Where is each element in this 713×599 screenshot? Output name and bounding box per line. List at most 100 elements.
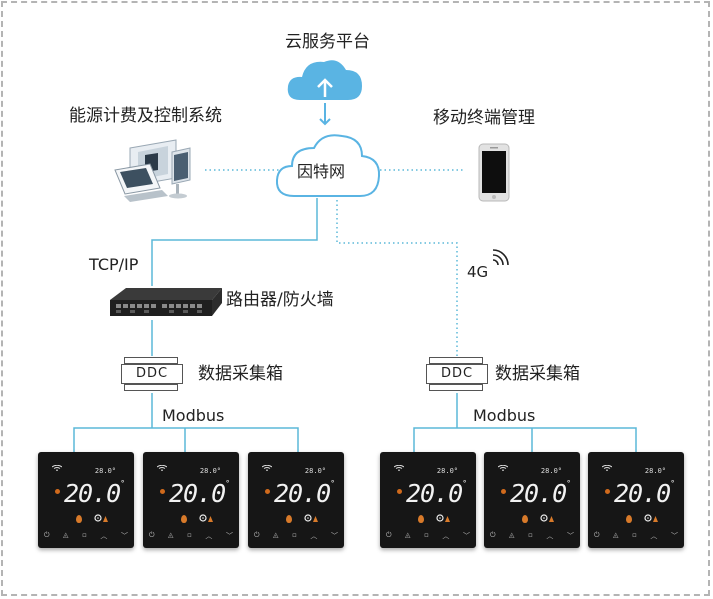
setpoint-readout: 28.0° bbox=[540, 467, 562, 475]
setpoint-readout: 28.0° bbox=[304, 467, 326, 475]
mode-icon[interactable]: ◬ bbox=[273, 531, 279, 539]
wifi-icon bbox=[394, 465, 404, 471]
mode-icon[interactable]: ◬ bbox=[613, 531, 619, 539]
temperature-readout: 20.0° bbox=[169, 479, 230, 508]
down-icon[interactable]: ﹀ bbox=[671, 532, 678, 540]
flame-icon bbox=[181, 515, 187, 523]
modbus-bus-right bbox=[413, 427, 637, 452]
status-dot bbox=[397, 489, 402, 494]
status-dot bbox=[265, 489, 270, 494]
fan-icon bbox=[199, 514, 213, 522]
setpoint-readout: 28.0° bbox=[436, 467, 458, 475]
flame-icon bbox=[522, 515, 528, 523]
mode-icon[interactable]: ◬ bbox=[168, 531, 174, 539]
up-icon[interactable]: ︿ bbox=[100, 532, 108, 540]
status-dot bbox=[160, 489, 165, 494]
wifi-icon bbox=[262, 465, 272, 471]
up-icon[interactable]: ︿ bbox=[442, 532, 450, 540]
wifi-icon bbox=[157, 465, 167, 471]
wifi-icon bbox=[602, 465, 612, 471]
down-icon[interactable]: ﹀ bbox=[121, 532, 128, 540]
power-icon[interactable]: ⏻ bbox=[254, 531, 260, 539]
menu-icon[interactable]: ▫ bbox=[424, 531, 429, 539]
menu-icon[interactable]: ▫ bbox=[82, 531, 87, 539]
thermostat-panel: 28.0° 20.0° ⏻ ◬ ▫ ︿ ﹀ bbox=[380, 452, 476, 548]
menu-icon[interactable]: ▫ bbox=[292, 531, 297, 539]
flame-icon bbox=[626, 515, 632, 523]
ddc-label-left: DDC bbox=[121, 364, 183, 384]
down-icon[interactable]: ﹀ bbox=[331, 532, 338, 540]
fan-icon bbox=[304, 514, 318, 522]
modbus-label-left: Modbus bbox=[162, 406, 225, 425]
power-icon[interactable]: ⏻ bbox=[490, 531, 496, 539]
menu-icon[interactable]: ▫ bbox=[632, 531, 637, 539]
up-icon[interactable]: ︿ bbox=[205, 532, 213, 540]
flame-icon bbox=[418, 515, 424, 523]
temperature-readout: 20.0° bbox=[510, 479, 571, 508]
cloud-platform-label: 云服务平台 bbox=[285, 32, 370, 52]
menu-icon[interactable]: ▫ bbox=[187, 531, 192, 539]
collector-label-left: 数据采集箱 bbox=[198, 364, 283, 384]
internet-label: 因特网 bbox=[297, 162, 346, 181]
power-icon[interactable]: ⏻ bbox=[386, 531, 392, 539]
fan-icon bbox=[540, 514, 554, 522]
button-row: ⏻ ◬ ▫ ︿ ﹀ bbox=[254, 531, 338, 541]
up-icon[interactable]: ︿ bbox=[310, 532, 318, 540]
router-icon bbox=[110, 288, 222, 316]
flame-icon bbox=[76, 515, 82, 523]
button-row: ⏻ ◬ ▫ ︿ ﹀ bbox=[44, 531, 128, 541]
tcpip-link bbox=[151, 198, 318, 286]
power-icon[interactable]: ⏻ bbox=[149, 531, 155, 539]
mode-icon[interactable]: ◬ bbox=[63, 531, 69, 539]
modbus-label-right: Modbus bbox=[473, 406, 536, 425]
mode-icon[interactable]: ◬ bbox=[405, 531, 411, 539]
fan-icon bbox=[644, 514, 658, 522]
internet-cloud-icon bbox=[275, 134, 381, 197]
down-icon[interactable]: ﹀ bbox=[463, 532, 470, 540]
fourg-link bbox=[336, 200, 458, 357]
mobile-label: 移动终端管理 bbox=[433, 108, 535, 128]
button-row: ⏻ ◬ ▫ ︿ ﹀ bbox=[594, 531, 678, 541]
power-icon[interactable]: ⏻ bbox=[594, 531, 600, 539]
thermostat-panel: 28.0° 20.0° ⏻ ◬ ▫ ︿ ﹀ bbox=[484, 452, 580, 548]
modbus-bus-left bbox=[73, 427, 299, 452]
signal-icon bbox=[492, 249, 509, 266]
ddc-label-right: DDC bbox=[426, 364, 488, 384]
setpoint-readout: 28.0° bbox=[94, 467, 116, 475]
thermostat-panel: 28.0° 20.0° ⏻ ◬ ▫ ︿ ﹀ bbox=[143, 452, 239, 548]
setpoint-readout: 28.0° bbox=[644, 467, 666, 475]
up-icon[interactable]: ︿ bbox=[650, 532, 658, 540]
fourg-label: 4G bbox=[467, 263, 489, 281]
temperature-readout: 20.0° bbox=[64, 479, 125, 508]
up-icon[interactable]: ︿ bbox=[546, 532, 554, 540]
power-icon[interactable]: ⏻ bbox=[44, 531, 50, 539]
temperature-readout: 20.0° bbox=[274, 479, 335, 508]
ddc-box-left: DDC bbox=[121, 354, 183, 394]
status-dot bbox=[605, 489, 610, 494]
ddc-box-right: DDC bbox=[426, 354, 488, 394]
button-row: ⏻ ◬ ▫ ︿ ﹀ bbox=[386, 531, 470, 541]
thermostat-panel: 28.0° 20.0° ⏻ ◬ ▫ ︿ ﹀ bbox=[38, 452, 134, 548]
energy-system-label: 能源计费及控制系统 bbox=[69, 106, 222, 126]
smartphone-icon bbox=[478, 143, 510, 202]
mode-icon[interactable]: ◬ bbox=[509, 531, 515, 539]
wifi-icon bbox=[52, 465, 62, 471]
down-icon[interactable]: ﹀ bbox=[226, 532, 233, 540]
button-row: ⏻ ◬ ▫ ︿ ﹀ bbox=[490, 531, 574, 541]
fan-icon bbox=[436, 514, 450, 522]
setpoint-readout: 28.0° bbox=[199, 467, 221, 475]
status-dot bbox=[55, 489, 60, 494]
temperature-readout: 20.0° bbox=[406, 479, 467, 508]
flame-icon bbox=[286, 515, 292, 523]
button-row: ⏻ ◬ ▫ ︿ ﹀ bbox=[149, 531, 233, 541]
collector-label-right: 数据采集箱 bbox=[495, 364, 580, 384]
thermostat-panel: 28.0° 20.0° ⏻ ◬ ▫ ︿ ﹀ bbox=[248, 452, 344, 548]
wifi-icon bbox=[498, 465, 508, 471]
computer-monitors-icon bbox=[114, 139, 191, 202]
down-icon[interactable]: ﹀ bbox=[567, 532, 574, 540]
fan-icon bbox=[94, 514, 108, 522]
status-dot bbox=[501, 489, 506, 494]
menu-icon[interactable]: ▫ bbox=[528, 531, 533, 539]
